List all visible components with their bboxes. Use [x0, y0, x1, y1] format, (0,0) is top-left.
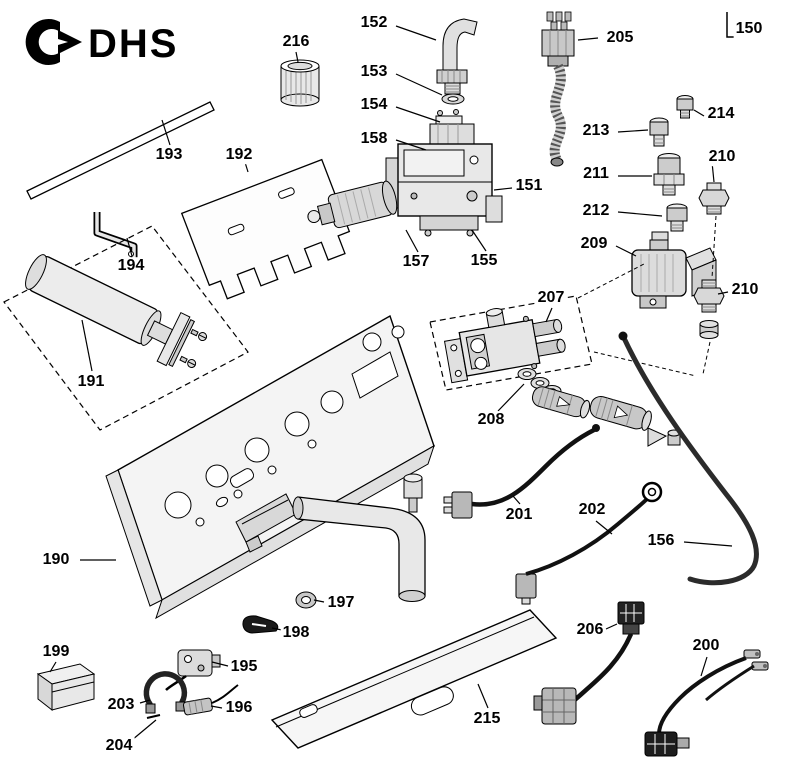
part-label-213: 213	[580, 122, 612, 140]
part-191-heat-exchanger	[25, 254, 208, 368]
part-label-197: 197	[325, 594, 357, 612]
part-157-solenoid	[307, 180, 398, 229]
part-label-214: 214	[705, 105, 737, 123]
part-label-205: 205	[604, 29, 636, 47]
part-label-209: 209	[578, 235, 610, 253]
part-212-fitting	[666, 203, 688, 232]
part-label-158: 158	[358, 130, 390, 148]
part-209-solenoid-valve	[631, 231, 717, 309]
part-label-216: 216	[280, 33, 312, 51]
part-193-strip	[26, 101, 215, 200]
part-192-plate	[180, 158, 351, 300]
part-203-clamp	[143, 671, 188, 719]
part-206-cable	[533, 601, 645, 725]
part-label-156: 156	[645, 532, 677, 550]
part-label-196: 196	[223, 699, 255, 717]
part-214-fitting	[676, 95, 694, 119]
part-196-electrode	[182, 684, 239, 716]
part-label-215: 215	[471, 710, 503, 728]
part-152-elbow	[436, 18, 478, 95]
burner-tube	[292, 473, 426, 602]
part-label-206: 206	[574, 621, 606, 639]
injector-cylinder-a	[531, 386, 591, 419]
part-198-clip	[242, 615, 279, 634]
part-label-194: 194	[115, 257, 147, 275]
part-210-hex-nipple-lower	[693, 279, 725, 313]
part-210-hex-nipple-upper	[698, 182, 730, 215]
part-label-199: 199	[40, 643, 72, 661]
part-153-washer	[441, 93, 465, 105]
part-label-192: 192	[223, 146, 255, 164]
part-label-195: 195	[228, 658, 260, 676]
part-191-dashed-box	[3, 225, 249, 431]
part-label-210: 210	[706, 148, 738, 166]
part-211-fitting	[653, 153, 685, 196]
part-216-cartridge	[280, 59, 320, 107]
part-label-191: 191	[75, 373, 107, 391]
part-151-gas-valve	[307, 109, 503, 237]
part-label-208: 208	[475, 411, 507, 429]
part-213-fitting	[649, 117, 669, 147]
part-label-211: 211	[581, 165, 611, 183]
logo-chevron-icon	[58, 30, 82, 54]
part-label-204: 204	[103, 737, 135, 755]
leader-lines	[49, 25, 733, 741]
part-205-ignition-cable	[541, 11, 575, 167]
part-215-heat-shield	[270, 609, 558, 749]
part-label-190: 190	[40, 551, 72, 569]
part-label-210: 210	[729, 281, 761, 299]
part-label-193: 193	[153, 146, 185, 164]
part-label-154: 154	[358, 96, 390, 114]
small-nut	[699, 320, 719, 339]
part-label-150: 150	[733, 20, 765, 38]
injector-cylinder-b	[589, 395, 652, 431]
part-label-157: 157	[400, 253, 432, 271]
part-190-panel	[105, 314, 435, 620]
dhs-logo: DHS	[25, 19, 178, 66]
part-156-pilot-pipe	[618, 331, 759, 586]
part-label-212: 212	[580, 202, 612, 220]
part-199-cover-box	[36, 663, 96, 712]
part-207-manifold	[443, 308, 566, 384]
part-label-202: 202	[576, 501, 608, 519]
logo-crescent-icon	[25, 19, 60, 65]
part-label-198: 198	[280, 624, 312, 642]
part-202-cable	[515, 481, 663, 605]
part-label-207: 207	[535, 289, 567, 307]
part-200-cable	[644, 649, 769, 757]
part-label-152: 152	[358, 14, 390, 32]
part-label-201: 201	[503, 506, 535, 524]
part-label-155: 155	[468, 252, 500, 270]
part-201-cable	[443, 424, 600, 519]
part-label-200: 200	[690, 637, 722, 655]
part-label-203: 203	[105, 696, 137, 714]
logo-text: DHS	[88, 22, 178, 66]
assembly-axis-guides	[577, 215, 717, 377]
part-label-153: 153	[358, 63, 390, 81]
part-label-151: 151	[513, 177, 545, 195]
part-195-igniter	[165, 649, 221, 691]
